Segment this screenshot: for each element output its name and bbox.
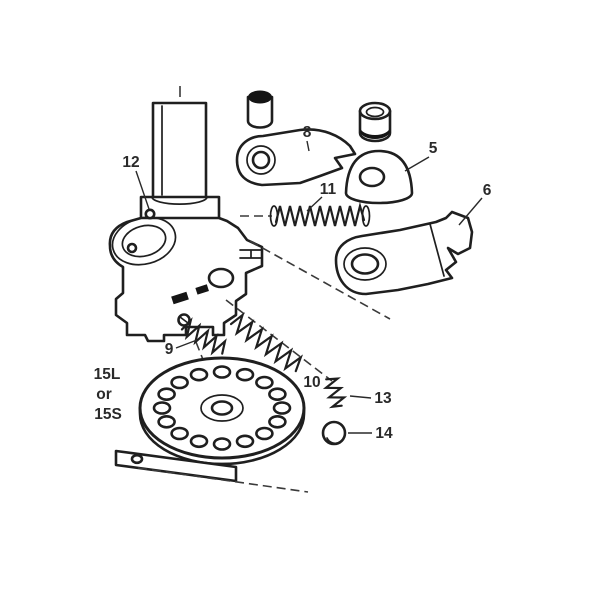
label-part-10: 10 — [303, 374, 320, 391]
leader-12 — [135, 170, 150, 210]
disc-hole — [189, 367, 209, 382]
disc-hole — [212, 437, 232, 451]
label-part-14: 14 — [375, 425, 393, 442]
dome-cap-5 — [344, 149, 414, 205]
boss-slot — [239, 249, 263, 259]
axis-to-part6 — [249, 240, 391, 320]
label-part-8: 8 — [303, 124, 312, 141]
label-part-6: 6 — [483, 182, 492, 199]
screw-hole-12 — [144, 208, 156, 220]
spring-9 — [180, 317, 227, 356]
disc-hole — [152, 401, 172, 415]
leader-9 — [175, 339, 198, 349]
ball-14 — [321, 420, 347, 446]
disc-hole — [235, 434, 255, 449]
disc-hole — [268, 414, 287, 429]
left-flange-inner — [121, 224, 167, 258]
bushing-sleeve — [358, 101, 392, 143]
axis-bottom — [137, 467, 309, 493]
mounting-bar — [114, 449, 238, 483]
bar-hole — [130, 453, 144, 465]
label-part-9: 9 — [165, 341, 174, 358]
spring-11 — [269, 201, 371, 227]
disc-hub — [200, 394, 244, 422]
disc-hole — [157, 414, 176, 429]
label-part-5: 5 — [429, 140, 438, 157]
main-shaft — [151, 101, 208, 200]
disc-hole — [255, 426, 274, 441]
disc-hole — [170, 426, 189, 441]
housing-slot-dark-2 — [195, 284, 209, 295]
spring-10 — [229, 312, 304, 373]
disc-hole — [170, 375, 189, 390]
dome-hole — [358, 166, 386, 188]
label-part-15-line2: or — [96, 386, 112, 403]
leader-5 — [404, 156, 430, 172]
housing-slot-dark-1 — [171, 291, 189, 305]
perforated-disc-15 — [138, 356, 306, 466]
leader-11 — [306, 196, 323, 212]
spring-13 — [322, 377, 348, 409]
cam-lever-8 — [235, 128, 357, 187]
leader-8 — [306, 140, 310, 152]
label-part-15-line1: 15L — [94, 366, 121, 383]
housing-oval-hole — [207, 267, 235, 289]
disc-hole — [157, 387, 176, 402]
disc-hole — [272, 401, 292, 415]
disc-hole — [235, 367, 255, 382]
bracket-lever-6 — [334, 210, 474, 296]
label-part-12: 12 — [122, 154, 139, 171]
flange-hole — [126, 242, 138, 254]
disc-hole — [255, 375, 274, 390]
disc-hole — [189, 434, 209, 449]
pin-post — [246, 90, 274, 129]
label-part-13: 13 — [374, 390, 392, 407]
leader-lines — [135, 140, 483, 434]
left-flange — [111, 216, 177, 266]
disc-hole — [212, 365, 232, 379]
leader-13 — [349, 395, 372, 399]
disc-center-hole — [210, 400, 234, 416]
label-part-15-line3: 15S — [94, 406, 122, 423]
housing-body — [108, 195, 264, 343]
cam-hole — [251, 150, 271, 170]
disc-hole — [268, 387, 287, 402]
leader-6 — [458, 197, 483, 226]
label-part-11: 11 — [320, 181, 337, 198]
bracket-hole — [350, 253, 380, 275]
